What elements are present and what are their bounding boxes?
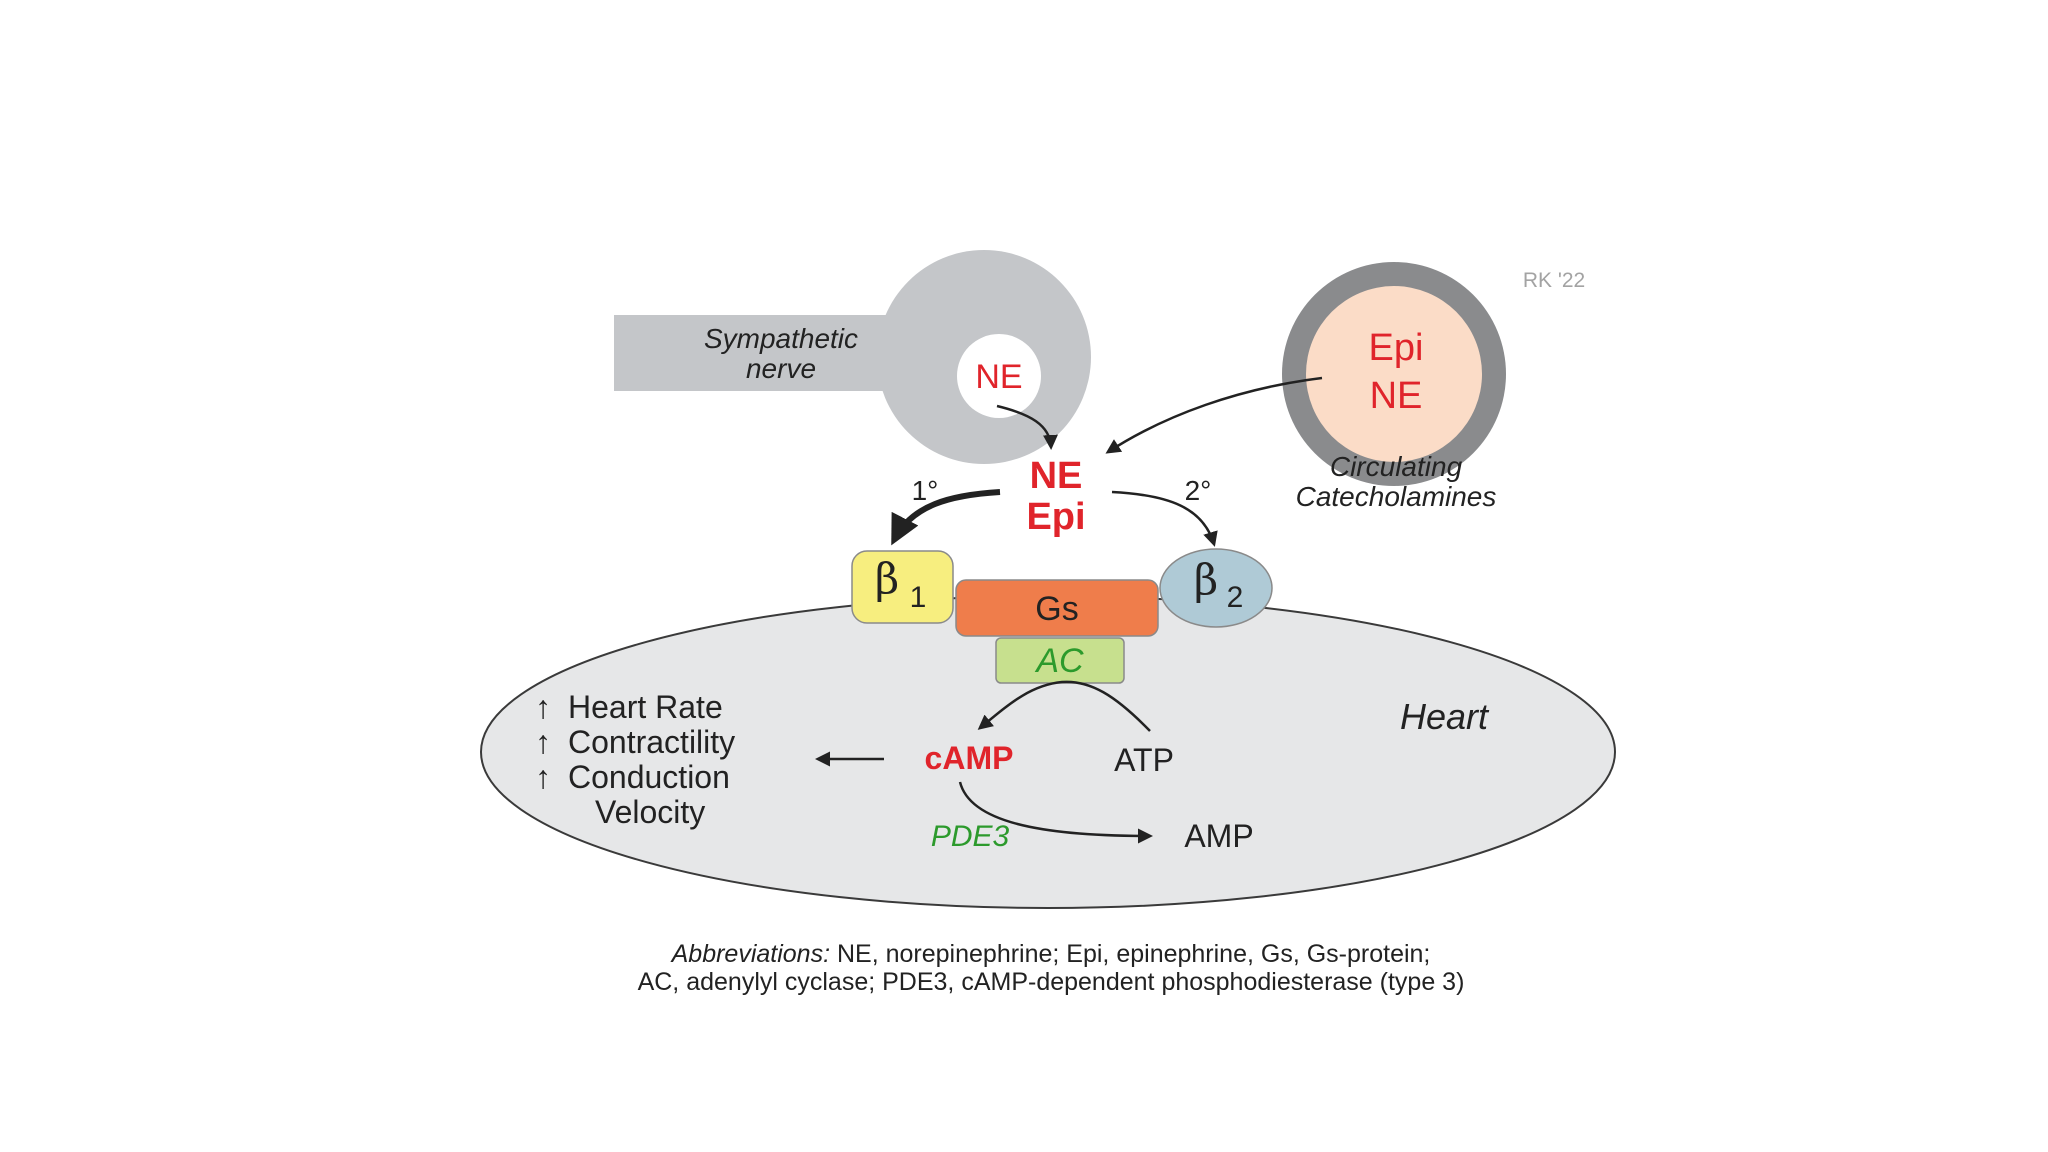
abbreviations-line1: Abbreviations: NE, norepinephrine; Epi, … xyxy=(670,940,1431,968)
effect-contractility: Contractility xyxy=(568,724,735,760)
gs-box xyxy=(955,579,1159,637)
sympathetic-nerve: NE Sympathetic nerve xyxy=(614,250,1091,464)
amp-label: AMP xyxy=(1184,818,1253,854)
effect-heart-rate: Heart Rate xyxy=(568,689,723,725)
circulating-catecholamines: Epi NE Circulating Catecholamines xyxy=(1282,262,1506,512)
circulation-arrow xyxy=(1105,376,1323,454)
beta1-receptor: β 1 xyxy=(851,550,954,624)
gs-protein: Gs xyxy=(955,579,1159,637)
abbreviations-line1-text: NE, norepinephrine; Epi, epinephrine, Gs… xyxy=(830,940,1430,968)
beta2-receptor: β 2 xyxy=(1159,548,1273,628)
primary-pathway-label: 1° xyxy=(912,475,939,506)
effect-arrow-conduction: ↑ xyxy=(535,759,551,795)
signature: RK '22 xyxy=(1523,269,1585,292)
ne-vesicle xyxy=(957,334,1041,418)
nerve-release-arrow xyxy=(996,404,1058,450)
effect-arrow-contractility: ↑ xyxy=(535,724,551,760)
heart-label: Heart xyxy=(1400,696,1490,737)
camp-to-amp-arrow xyxy=(958,781,1153,844)
blood-vessel-lumen xyxy=(1306,286,1482,462)
pde3-label: PDE3 xyxy=(931,820,1010,853)
effects-list: ↑ Heart Rate ↑ Contractility ↑ Conductio… xyxy=(535,689,735,830)
primary-pathway-arrow xyxy=(891,489,1001,546)
camp-label: cAMP xyxy=(925,740,1014,776)
beta2-symbol: β xyxy=(1194,555,1218,604)
vessel-epi-label: Epi xyxy=(1369,327,1424,369)
adenylyl-cyclase: AC xyxy=(995,637,1125,684)
ligand-ne: NE xyxy=(1030,455,1083,497)
beta1-subscript: 1 xyxy=(910,581,927,614)
ligand-epi: Epi xyxy=(1026,496,1085,538)
beta2-oval xyxy=(1159,548,1273,628)
ac-label: AC xyxy=(1034,642,1084,680)
nerve-label-line1: Sympathetic xyxy=(704,323,858,354)
ne-vesicle-label: NE xyxy=(975,358,1022,396)
beta1-symbol: β xyxy=(875,554,899,603)
effect-arrow-heart-rate: ↑ xyxy=(535,689,551,725)
effect-conduction: Conduction xyxy=(568,759,730,795)
effect-velocity: Velocity xyxy=(595,794,705,830)
beta2-subscript: 2 xyxy=(1227,581,1244,614)
beta1-box xyxy=(851,550,954,624)
abbreviations-line2: AC, adenylyl cyclase; PDE3, cAMP-depende… xyxy=(638,968,1465,996)
gs-label: Gs xyxy=(1035,590,1078,628)
atp-label: ATP xyxy=(1114,742,1174,778)
circulating-label-line2: Catecholamines xyxy=(1296,481,1497,512)
circulating-label-line1: Circulating xyxy=(1330,451,1463,482)
secondary-pathway-label: 2° xyxy=(1185,475,1212,506)
nerve-label-line2: nerve xyxy=(746,353,816,384)
vessel-ne-label: NE xyxy=(1370,375,1423,417)
secondary-pathway-arrow xyxy=(1111,490,1218,547)
atp-to-camp-arrow xyxy=(977,680,1151,732)
abbreviations-label: Abbreviations: xyxy=(670,940,830,968)
